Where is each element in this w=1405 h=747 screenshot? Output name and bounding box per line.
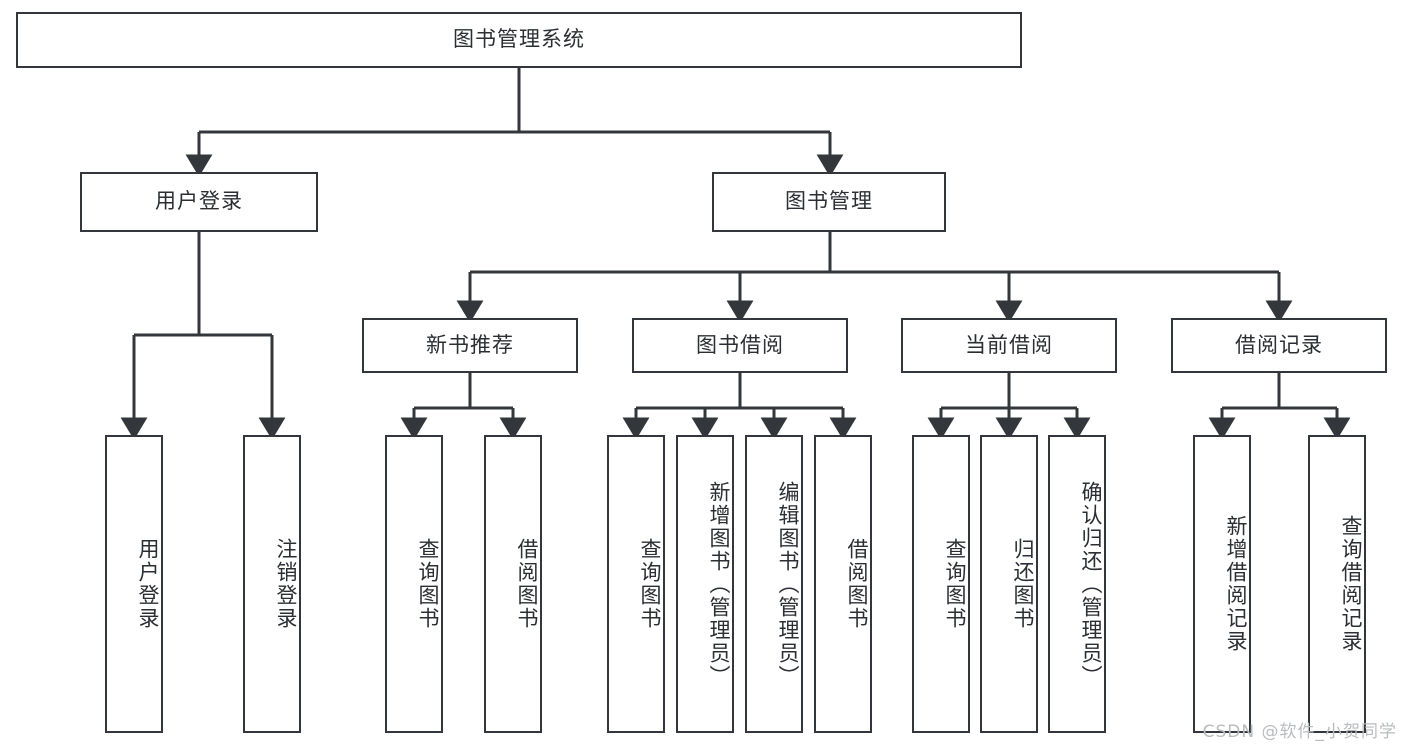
node-label: 归还图书	[1011, 538, 1035, 630]
node-label: 用户登录	[155, 189, 243, 214]
leaf-currentborrow-return-book[interactable]: 归还图书	[980, 435, 1038, 733]
node-current-borrow[interactable]: 当前借阅	[901, 318, 1117, 373]
leaf-newbook-query-book[interactable]: 查询图书	[385, 435, 443, 733]
node-label: 查询图书	[943, 538, 967, 630]
node-label: 借阅记录	[1235, 332, 1323, 357]
leaf-currentborrow-query-book[interactable]: 查询图书	[912, 435, 970, 733]
node-label: 借阅图书	[845, 538, 869, 630]
node-label: 图书管理	[785, 189, 873, 214]
node-root-book-management-system[interactable]: 图书管理系统	[16, 12, 1022, 68]
node-label: 确认归还（管理员）	[1079, 480, 1103, 688]
leaf-logout[interactable]: 注销登录	[243, 435, 301, 733]
leaf-borrowrecord-query-record[interactable]: 查询借阅记录	[1308, 435, 1366, 733]
leaf-bookborrow-query-book[interactable]: 查询图书	[607, 435, 665, 733]
csdn-watermark: CSDN @软件_小贺同学	[1202, 722, 1397, 742]
node-borrow-record[interactable]: 借阅记录	[1171, 318, 1387, 373]
node-label: 查询图书	[416, 538, 440, 630]
node-label: 新增图书（管理员）	[707, 480, 731, 688]
node-label: 借阅图书	[515, 538, 539, 630]
leaf-newbook-borrow-book[interactable]: 借阅图书	[484, 435, 542, 733]
node-label: 新增借阅记录	[1224, 515, 1248, 653]
leaf-user-login[interactable]: 用户登录	[105, 435, 163, 733]
node-label: 编辑图书（管理员）	[776, 480, 800, 688]
node-label: 图书管理系统	[453, 27, 585, 52]
node-book-management[interactable]: 图书管理	[712, 172, 946, 232]
leaf-bookborrow-borrow-book[interactable]: 借阅图书	[814, 435, 872, 733]
node-label: 新书推荐	[426, 332, 514, 357]
node-label: 当前借阅	[965, 332, 1053, 357]
leaf-borrowrecord-add-record[interactable]: 新增借阅记录	[1193, 435, 1251, 733]
node-new-book-recommend[interactable]: 新书推荐	[362, 318, 578, 373]
node-label: 查询借阅记录	[1339, 515, 1363, 653]
node-book-borrow[interactable]: 图书借阅	[632, 318, 848, 373]
node-label: 图书借阅	[696, 332, 784, 357]
leaf-bookborrow-edit-book-admin[interactable]: 编辑图书（管理员）	[745, 435, 803, 733]
node-label: 注销登录	[274, 538, 298, 630]
node-label: 用户登录	[136, 538, 160, 630]
leaf-bookborrow-add-book-admin[interactable]: 新增图书（管理员）	[676, 435, 734, 733]
node-user-login[interactable]: 用户登录	[80, 172, 318, 232]
leaf-currentborrow-confirm-return-admin[interactable]: 确认归还（管理员）	[1048, 435, 1106, 733]
node-label: 查询图书	[638, 538, 662, 630]
